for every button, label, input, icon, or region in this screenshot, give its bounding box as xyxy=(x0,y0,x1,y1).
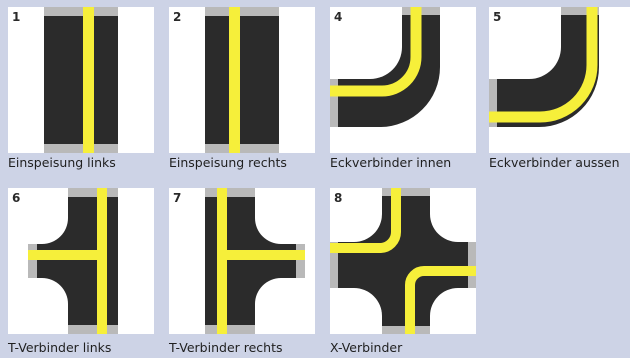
tile-t-verbinder-links[interactable]: 6 xyxy=(8,188,154,334)
tile-eckverbinder-innen[interactable]: 4 xyxy=(330,7,476,153)
eckverbinder-innen-icon xyxy=(330,7,476,153)
tile-number: 1 xyxy=(12,10,20,24)
tile-einspeisung-links[interactable]: 1 xyxy=(8,7,154,153)
tile-eckverbinder-aussen[interactable]: 5 xyxy=(489,7,630,153)
tile-einspeisung-rechts[interactable]: 2 xyxy=(169,7,315,153)
t-verbinder-links-icon xyxy=(8,188,154,334)
tile-caption: T-Verbinder rechts xyxy=(169,340,283,355)
tile-number: 2 xyxy=(173,10,181,24)
tile-caption: Eckverbinder innen xyxy=(330,155,451,170)
tile-caption: T-Verbinder links xyxy=(8,340,111,355)
einspeisung-rechts-icon xyxy=(169,7,315,153)
tile-number: 4 xyxy=(334,10,342,24)
x-verbinder-icon xyxy=(330,188,476,334)
tile-caption: X-Verbinder xyxy=(330,340,402,355)
tile-caption: Eckverbinder aussen xyxy=(489,155,620,170)
tile-number: 5 xyxy=(493,10,501,24)
tile-number: 8 xyxy=(334,191,342,205)
eckverbinder-aussen-icon xyxy=(489,7,630,153)
tile-caption: Einspeisung rechts xyxy=(169,155,287,170)
tile-number: 6 xyxy=(12,191,20,205)
tile-x-verbinder[interactable]: 8 xyxy=(330,188,476,334)
einspeisung-links-icon xyxy=(8,7,154,153)
tile-t-verbinder-rechts[interactable]: 7 xyxy=(169,188,315,334)
t-verbinder-rechts-icon xyxy=(169,188,315,334)
tile-caption: Einspeisung links xyxy=(8,155,116,170)
tile-number: 7 xyxy=(173,191,181,205)
